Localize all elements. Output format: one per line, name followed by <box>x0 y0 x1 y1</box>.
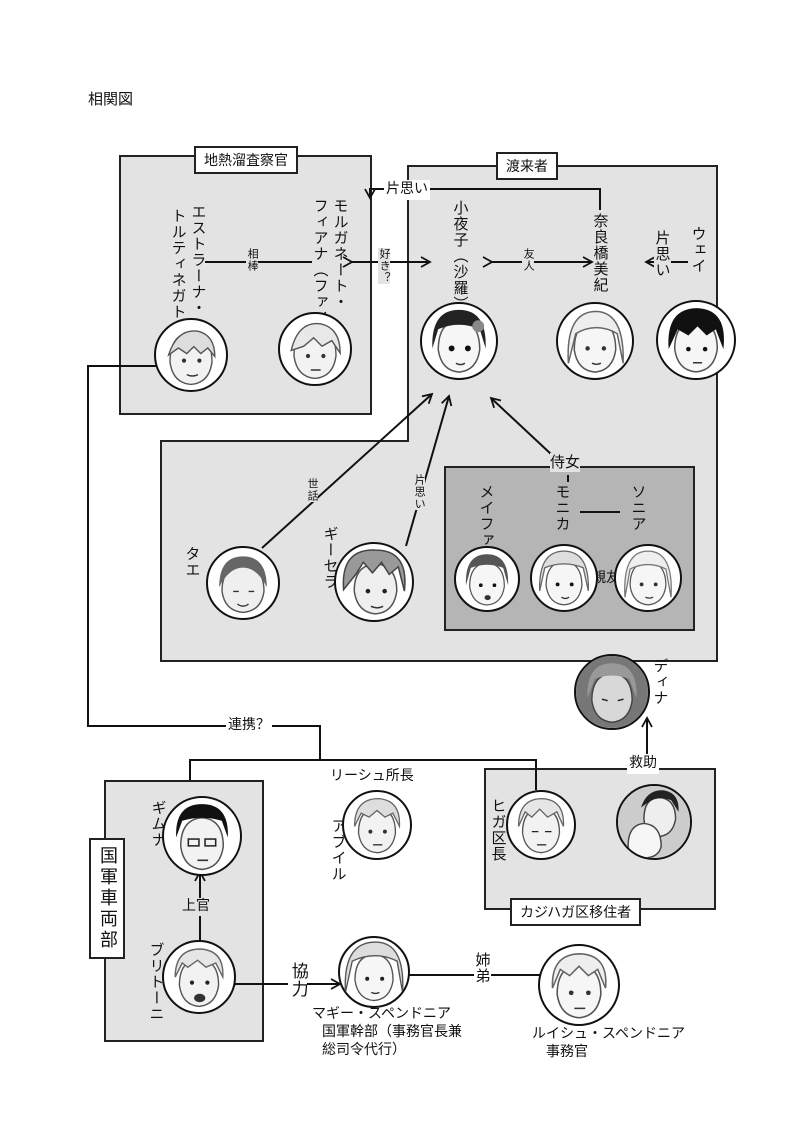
avatar-britoni <box>162 940 236 1014</box>
avatar-tae <box>206 546 280 620</box>
avatar-estrana <box>154 318 228 392</box>
name-monika: モニカ <box>553 484 572 532</box>
name-louisiche-title: 事務官 <box>546 1044 588 1060</box>
avatar-morgana <box>278 312 352 386</box>
relation-renkei: 連携？ <box>226 716 272 736</box>
relation-shinyu: 親友 <box>592 570 620 586</box>
name-nara: 奈良橋美紀 <box>591 213 610 293</box>
group-label-chinetsu: 地熱溜査察官 <box>194 146 298 174</box>
relation-kyujo: 救助 <box>627 754 659 774</box>
page-title: 相関図 <box>88 90 134 108</box>
relation-aibou: 相棒 <box>246 248 260 272</box>
relation-kataomoi-wei: 片思い <box>653 230 672 278</box>
name-louisiche: ルイシュ・スペンドニア <box>532 1026 686 1042</box>
relation-shitei: 姉弟 <box>473 952 492 984</box>
avatar-monika <box>530 544 598 612</box>
relation-kataomoi-top: 片思い <box>384 180 430 200</box>
name-morgana-1: モルガネート・ <box>331 198 350 310</box>
relation-kataomoi-gisela: 片思い <box>413 474 427 510</box>
name-morgana-2: フィアナ（ファイ） <box>311 198 330 342</box>
name-sayako: 小夜子（沙羅） <box>451 200 470 312</box>
avatar-louisiche <box>538 944 620 1026</box>
avatar-sonia <box>614 544 682 612</box>
avatar-nara <box>556 302 634 380</box>
group-label-kajihaga: カジハガ区移住者 <box>510 898 642 926</box>
avatar-wei <box>656 300 736 380</box>
avatar-dina <box>574 654 650 730</box>
avatar-refugees <box>616 784 692 860</box>
name-maggie-title-2: 総司令代行） <box>322 1042 406 1058</box>
name-wei: ウェイ <box>689 226 708 274</box>
name-maggie: マギー・スペンドニア <box>312 1006 452 1022</box>
group-label-kokugun: 国軍車両部 <box>89 838 125 959</box>
name-maggie-title-1: 国軍幹部（事務官長兼 <box>322 1024 462 1040</box>
relation-jokan: 上官 <box>182 898 210 916</box>
name-britoni: ブリトーニ <box>147 942 166 1022</box>
group-toraisha-seam <box>409 430 716 444</box>
avatar-abuil <box>342 790 412 860</box>
avatar-gisela <box>334 542 414 622</box>
name-dina: ディナ <box>651 658 670 706</box>
name-meifa: メイファ <box>477 484 496 548</box>
avatar-sayako <box>420 302 498 380</box>
name-tae: タエ <box>183 546 202 578</box>
name-abuil-title: リーシュ所長 <box>330 768 414 784</box>
name-estrana-2: トルティネガト <box>169 208 188 320</box>
name-estrana-1: エストラーナ・ <box>189 204 208 316</box>
relation-sewa: 世話 <box>306 478 320 502</box>
relation-yujin: 友人 <box>522 248 536 272</box>
avatar-gimna <box>162 796 242 876</box>
relation-jijo: 侍女 <box>550 453 581 472</box>
avatar-meifa <box>454 546 520 612</box>
avatar-higa <box>506 790 576 860</box>
relation-kyoryoku: 協力 <box>287 962 308 998</box>
name-higa: ヒガ区長 <box>489 798 508 862</box>
name-sonia: ソニア <box>629 484 648 532</box>
avatar-maggie <box>338 936 410 1008</box>
relation-suki: 好き？ <box>378 248 392 284</box>
group-label-toraisha: 渡来者 <box>496 152 558 180</box>
